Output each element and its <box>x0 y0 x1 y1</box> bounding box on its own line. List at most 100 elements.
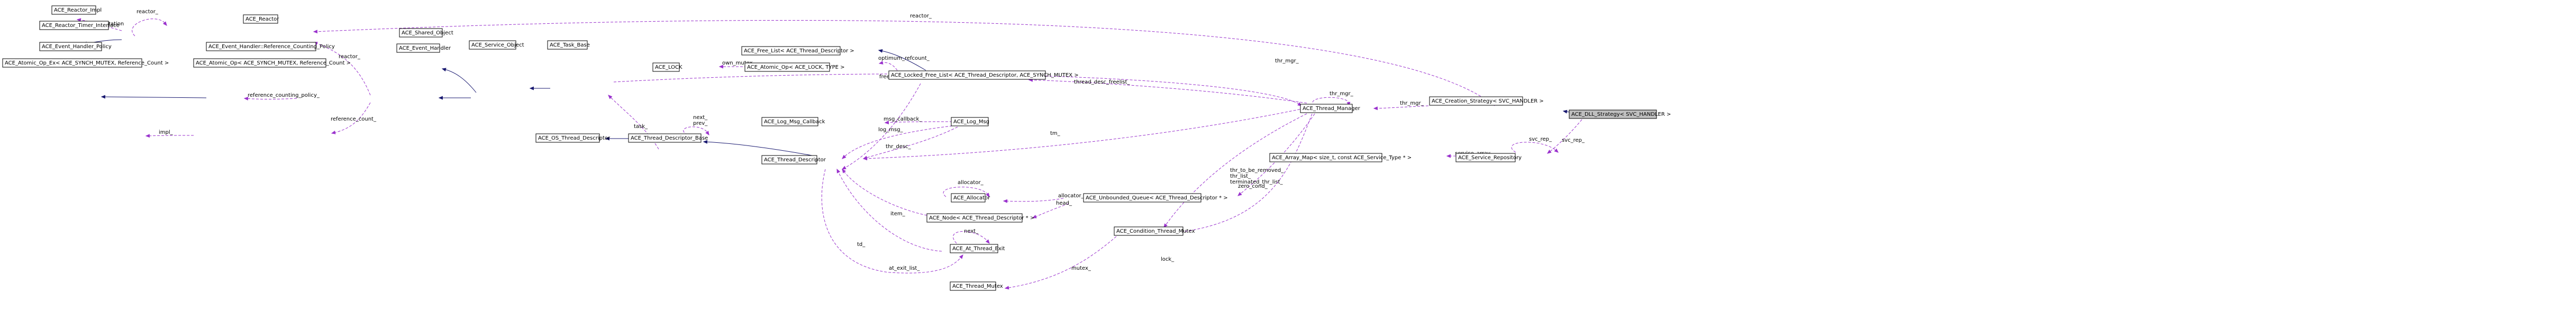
node-dll-strategy[interactable]: ACE_DLL_Strategy< SVC_HANDLER > <box>1569 109 1671 119</box>
node-label: ACE_Log_Msg_Callback <box>764 119 825 125</box>
node-atomic-op-ex[interactable]: ACE_Atomic_Op_Ex< ACE_SYNCH_MUTEX, Refer… <box>2 58 169 68</box>
node-service-repository[interactable]: ACE_Service_Repository <box>1455 153 1522 162</box>
node-label: ACE_Locked_Free_List< ACE_Thread_Descrip… <box>891 72 1079 78</box>
edge-label-line: tm_ <box>1050 131 1061 136</box>
edge-reactor-event-handler <box>313 42 371 96</box>
edge-arrow-head <box>76 18 81 22</box>
edge-label-zero-cond: zero_cond_ <box>1238 184 1268 189</box>
node-at-thread-exit[interactable]: ACE_At_Thread_Exit <box>950 244 1005 253</box>
edge-label-allocator-self: allocator_ <box>958 180 984 186</box>
node-shared-object[interactable]: ACE_Shared_Object <box>399 28 453 38</box>
node-ace-lock[interactable]: ACE_LOCK <box>652 62 682 72</box>
edge-label-item: item_ <box>890 211 906 217</box>
edge-label-line: svc_rep_ <box>1529 136 1552 142</box>
node-reference-counting-policy[interactable]: ACE_Event_Handler::Reference_Counting_Po… <box>206 42 335 51</box>
edge-label-line: optimum_refcount_ <box>878 56 930 61</box>
edge-label-line: thr_to_be_removed_ <box>1230 168 1284 173</box>
edge-arrow-head <box>331 130 336 134</box>
node-thread-descriptor[interactable]: ACE_Thread_Descriptor <box>761 155 826 164</box>
edge-item <box>842 169 936 217</box>
edge-thr-mgr-task-base <box>613 74 1302 106</box>
node-creation-strategy[interactable]: ACE_Creation_Strategy< SVC_HANDLER > <box>1429 96 1544 106</box>
node-ace-node[interactable]: ACE_Node< ACE_Thread_Descriptor * > <box>926 213 1034 223</box>
edge-arrow-head <box>1446 154 1451 158</box>
edge-label-line: at_exit_list_ <box>889 266 920 271</box>
node-thread-manager[interactable]: ACE_Thread_Manager <box>1300 104 1361 113</box>
edge-arrow-head <box>605 136 609 141</box>
edge-label-line: task_ <box>634 124 648 130</box>
node-reactor[interactable]: ACE_Reactor <box>243 14 279 24</box>
node-event-handler[interactable]: ACE_Event_Handler <box>396 43 451 53</box>
edge-label-td: td_ <box>857 242 866 248</box>
edge-reactor-self <box>132 19 167 36</box>
edge-label-line: own_mutex_ <box>722 60 756 66</box>
edge-arrow-head <box>986 193 990 198</box>
edge-label-line: item_ <box>890 211 906 217</box>
node-service-object[interactable]: ACE_Service_Object <box>469 40 524 50</box>
node-unbounded-queue[interactable]: ACE_Unbounded_Queue< ACE_Thread_Descript… <box>1083 193 1228 203</box>
edge-arrow-head <box>145 134 150 138</box>
edge-tm-thread-descriptor <box>863 108 1305 159</box>
edge-label-msg-callback: msg_callback_ <box>884 116 922 122</box>
node-array-map[interactable]: ACE_Array_Map< size_t, const ACE_Service… <box>1269 153 1412 162</box>
edge-arrow-head <box>842 154 846 159</box>
edge-zero-cond <box>1163 113 1307 228</box>
edge-label-line: allocator_ <box>958 180 984 186</box>
edge-label-line: lock_ <box>1161 257 1175 262</box>
edge-arrow-head <box>884 121 889 125</box>
node-locked-free-list[interactable]: ACE_Locked_Free_List< ACE_Thread_Descrip… <box>888 70 1079 80</box>
node-label: ACE_Free_List< ACE_Thread_Descriptor > <box>744 48 854 54</box>
node-free-list[interactable]: ACE_Free_List< ACE_Thread_Descriptor > <box>741 46 854 56</box>
edge-arrow-head <box>842 168 846 173</box>
edge-label-thr-mgr-task-base: thr_mgr_ <box>1275 58 1299 64</box>
node-reactor-timer-interface[interactable]: ACE_Reactor_Timer_Interface <box>39 21 120 30</box>
edge-thread-desc-freelist <box>1028 79 1307 104</box>
node-event-handler-policy[interactable]: ACE_Event_Handler_Policy <box>39 42 112 51</box>
edge-label-line: terminated_thr_list_ <box>1230 179 1283 185</box>
node-log-msg[interactable]: ACE_Log_Msg <box>951 117 989 126</box>
node-label: ACE_Atomic_Op_Ex< ACE_SYNCH_MUTEX, Refer… <box>5 60 169 66</box>
edge-arrow-head <box>836 168 841 173</box>
edge-msg-callback <box>885 121 953 123</box>
edge-next-prev <box>683 126 709 135</box>
node-label: ACE_Thread_Manager <box>1303 106 1361 112</box>
node-label: ACE_Service_Repository <box>1458 155 1522 161</box>
edge-thread-descriptor-base <box>703 141 815 157</box>
edge-label-log-msg: log_msg_ <box>878 127 904 133</box>
edge-label-line: zero_cond_ <box>1238 184 1268 189</box>
node-thread-mutex[interactable]: ACE_Thread_Mutex <box>950 281 1003 291</box>
edge-arrow-head <box>959 254 963 259</box>
node-label: ACE_Thread_Mutex <box>952 284 1003 289</box>
edge-arrow-head <box>1004 286 1009 290</box>
edge-arrow-head <box>1546 149 1552 154</box>
edge-log-msg <box>842 125 953 159</box>
edge-arrow-head <box>608 95 613 99</box>
edge-label-reactor-event-handler: reactor_ <box>339 54 361 60</box>
edge-label-line: thr_list_ <box>1230 173 1251 179</box>
edge-label-lock: lock_ <box>1161 257 1175 262</box>
node-label: ACE_Reactor <box>245 16 279 22</box>
edge-arrow-head <box>862 157 868 161</box>
node-atomic-op-lock[interactable]: ACE_Atomic_Op< ACE_LOCK, TYPE > <box>744 62 845 72</box>
edge-label-line: thr_desc_ <box>886 144 912 150</box>
edge-reference-count <box>331 102 371 134</box>
node-atomic-op-reference-count[interactable]: ACE_Atomic_Op< ACE_SYNCH_MUTEX, Referenc… <box>193 58 351 68</box>
edge-label-line: reference_count_ <box>331 116 377 122</box>
edge-label-thr-mgr-creation-strategy: thr_mgr_ <box>1400 100 1424 106</box>
edge-label-next-at-thread-exit: next_ <box>964 228 979 234</box>
node-log-msg-callback[interactable]: ACE_Log_Msg_Callback <box>761 117 825 126</box>
node-os-thread-descriptor[interactable]: ACE_OS_Thread_Descriptor <box>535 133 611 143</box>
edge-svc-rep <box>1547 119 1582 154</box>
node-condition-thread-mutex[interactable]: ACE_Condition_Thread_Mutex <box>1114 226 1195 236</box>
node-task-base[interactable]: ACE_Task_Base <box>547 40 590 50</box>
edge-reactor-creation-strategy <box>313 20 1495 106</box>
node-label: ACE_Atomic_Op< ACE_LOCK, TYPE > <box>747 65 845 70</box>
node-thread-descriptor-base[interactable]: ACE_Thread_Descriptor_Base <box>628 133 708 143</box>
edge-arrow-head <box>101 95 105 99</box>
edge-arrow-head <box>1373 106 1378 111</box>
node-allocator[interactable]: ACE_Allocator <box>951 193 990 203</box>
edge-label-own-mutex: own_mutex_ <box>722 60 756 66</box>
node-label: ACE_Reactor_Impl <box>54 7 102 13</box>
node-label: ACE_Array_Map< size_t, const ACE_Service… <box>1272 155 1412 161</box>
node-reactor-impl[interactable]: ACE_Reactor_Impl <box>51 5 102 15</box>
